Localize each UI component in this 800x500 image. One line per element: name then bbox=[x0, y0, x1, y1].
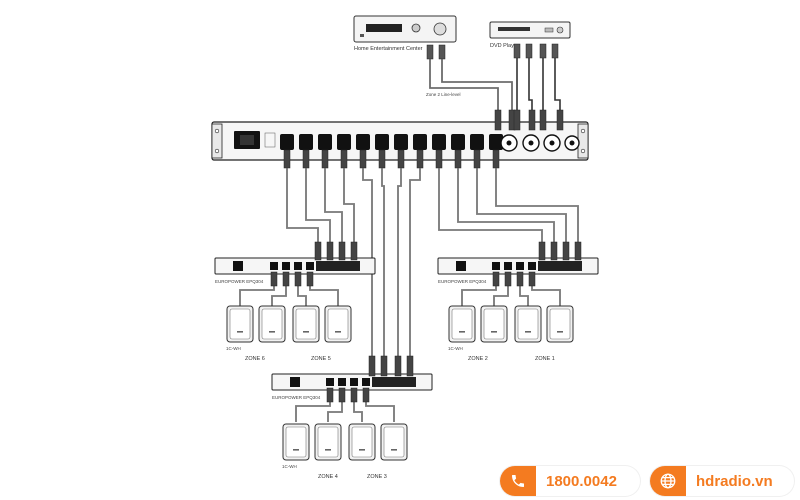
left-amp-label: EUROPOWER EPQ304 bbox=[215, 279, 264, 284]
speakers-zone4 bbox=[282, 423, 342, 461]
speaker-model-left: 1C-WH bbox=[226, 346, 241, 351]
bottom-amp-label: EUROPOWER EPQ304 bbox=[272, 395, 321, 400]
speakers-zone5 bbox=[292, 305, 352, 343]
website-url: hdradio.vn bbox=[696, 472, 773, 490]
home-center-label: Home Entertainment Center bbox=[354, 46, 423, 52]
right-amplifier bbox=[437, 241, 599, 275]
home-entertainment-center bbox=[353, 15, 457, 43]
speakers-zone1 bbox=[514, 305, 574, 343]
speaker-out-plugs bbox=[270, 271, 536, 403]
zone-1-label: ZONE 1 bbox=[535, 356, 555, 362]
left-amplifier bbox=[214, 241, 376, 275]
source-cables bbox=[429, 58, 561, 116]
phone-icon bbox=[500, 466, 536, 496]
bottom-amplifier bbox=[271, 355, 433, 391]
zone-2-label: ZONE 2 bbox=[468, 356, 488, 362]
dvd-player-label: DVD Player bbox=[490, 43, 519, 49]
zone-4-label: ZONE 4 bbox=[318, 474, 338, 480]
zone2-line-label: Zone 2 Line-level bbox=[426, 92, 461, 97]
zone-6-label: ZONE 6 bbox=[245, 356, 265, 362]
phone-number: 1800.0042 bbox=[546, 472, 617, 490]
right-amp-label: EUROPOWER EPQ304 bbox=[438, 279, 487, 284]
zone-5-label: ZONE 5 bbox=[311, 356, 331, 362]
speakers-zone6 bbox=[226, 305, 286, 343]
speaker-model-bottom: 1C-WH bbox=[282, 464, 297, 469]
speaker-model-right: 1C-WH bbox=[448, 346, 463, 351]
phone-badge[interactable]: 1800.0042 bbox=[500, 466, 640, 496]
website-badge[interactable]: hdradio.vn bbox=[650, 466, 794, 496]
zone-3-label: ZONE 3 bbox=[367, 474, 387, 480]
speakers-zone2 bbox=[448, 305, 508, 343]
globe-icon bbox=[650, 466, 686, 496]
dvd-player bbox=[489, 21, 571, 39]
speakers-zone3 bbox=[348, 423, 408, 461]
